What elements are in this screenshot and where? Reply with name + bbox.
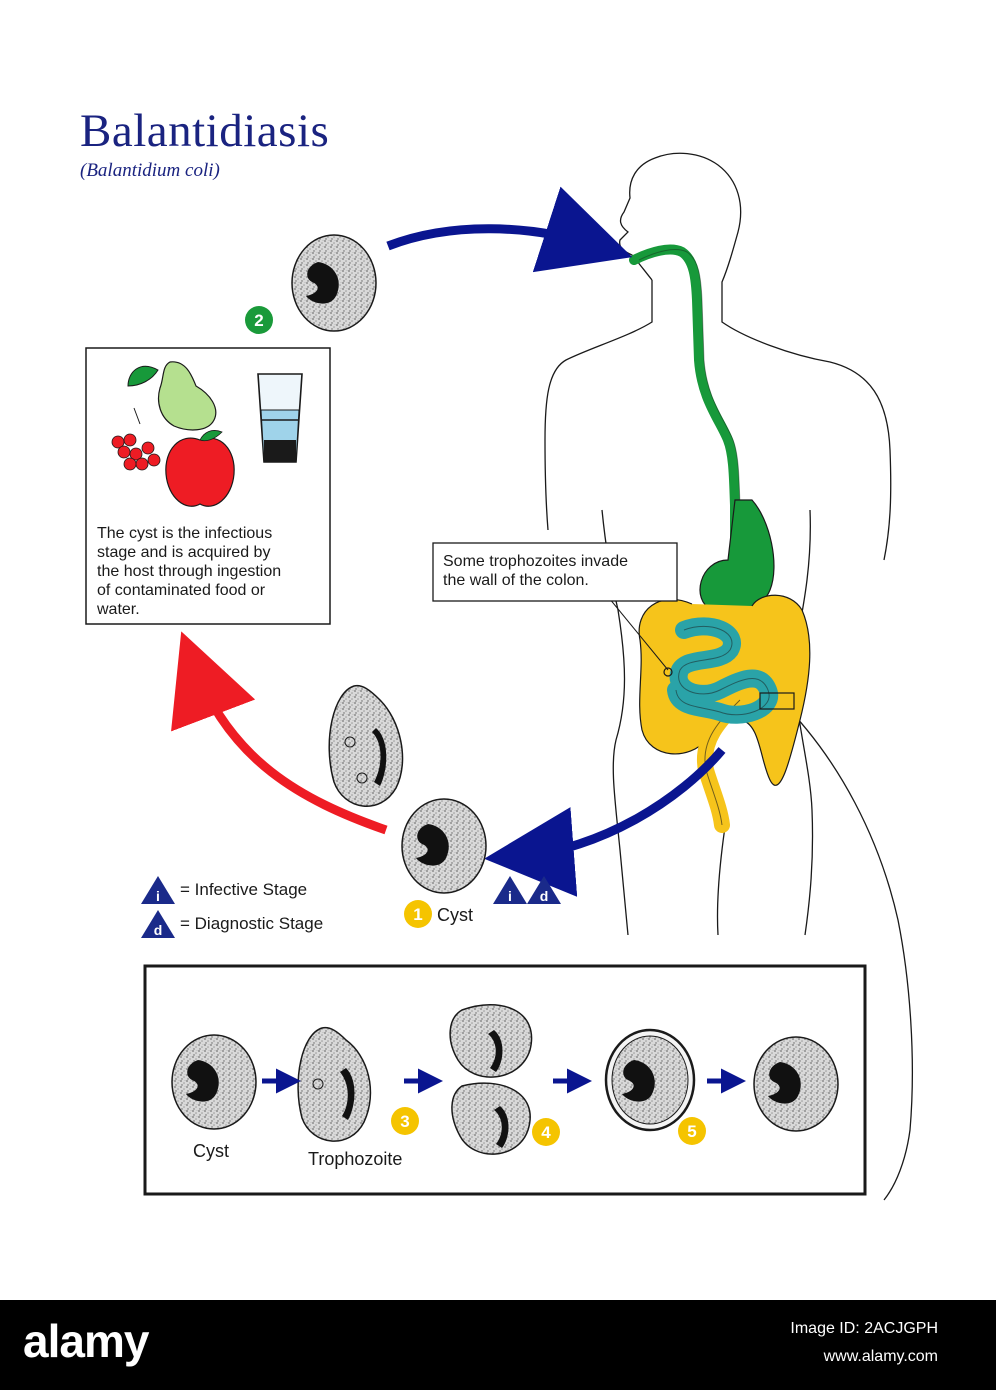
step-badge-1-text: 1 [413,905,422,924]
step-badge-3: 3 [391,1107,419,1135]
ingestion-text-line: stage and is acquired by [97,544,271,561]
cyst-top [291,234,377,332]
infective-marker-legend-text: i [156,888,160,904]
step-badge-1: 1 [404,900,432,928]
brand-logo: alamy [23,1315,149,1367]
diagnostic-marker-legend: d [141,910,175,938]
colon-note-line: the wall of the colon. [443,572,589,589]
site-url: www.alamy.com [823,1348,938,1365]
diagram-subtitle: (Balantidium coli) [80,160,220,181]
step-badge-3-text: 3 [400,1112,409,1131]
infective-marker-cycle-text: i [508,888,512,904]
pear-icon [127,361,217,431]
ingestion-text-line: The cyst is the infectious [97,525,273,542]
box-cyst-forming [604,1028,696,1132]
footer-bar: alamy Image ID: 2ACJGPH www.alamy.com [0,1300,996,1390]
contamination-arrow [171,631,388,835]
box-trophozoite-label: Trophozoite [308,1149,403,1169]
step-badge-5-text: 5 [687,1122,696,1141]
ingestion-text: The cyst is the infectious stage and is … [97,524,281,619]
apple-icon [165,430,235,507]
diagram-title: Balantidiasis [80,105,330,157]
cyst-stage-label: Cyst [437,905,473,925]
step-badge-2-text: 2 [254,311,263,330]
diagnostic-marker-legend-text: d [154,922,163,938]
cyst-excreted [401,798,487,894]
water-glass-icon [257,373,303,463]
colon-note-line: Some trophozoites invade [443,553,628,570]
infective-marker-legend: i [141,876,175,904]
diagnostic-marker-cycle-text: d [540,888,549,904]
raspberry-icon [111,407,161,471]
stomach [699,499,775,614]
ingestion-text-line: the host through ingestion [97,563,282,580]
digestive-tract [599,244,811,833]
step-badge-4: 4 [532,1118,560,1146]
esophagus [629,244,740,565]
colon-note-text: Some trophozoites invade the wall of the… [443,552,628,590]
box-cyst-label: Cyst [193,1141,229,1161]
colon-note-box [432,542,678,602]
image-id: Image ID: 2ACJGPH [790,1320,938,1337]
legend-diagnostic: = Diagnostic Stage [180,914,324,933]
legend-infective: = Infective Stage [180,880,308,899]
invasion-site-marker [663,667,673,677]
ingestion-text-line: water. [97,601,140,618]
step-badge-4-text: 4 [541,1123,551,1142]
ingestion-text-line: of contaminated food or [97,582,266,599]
step-badge-5: 5 [678,1117,706,1145]
step-badge-2: 2 [245,306,273,334]
ingestion-arrow [386,186,633,273]
life-cycle-diagram: 2 1 3 4 5 i d i [85,152,914,1201]
diagnostic-marker-cycle: d [527,876,561,904]
diagram-canvas: 2 1 3 4 5 i d i [80,105,914,1201]
box-cyst-1 [171,1034,257,1130]
infective-marker-cycle: i [493,876,527,904]
box-dividing-trophozoite [449,1003,533,1155]
colon-zoom-box [759,692,795,710]
box-cyst-2 [753,1036,839,1132]
trophozoite-cycle [328,684,404,807]
excretion-arrow [484,747,726,897]
